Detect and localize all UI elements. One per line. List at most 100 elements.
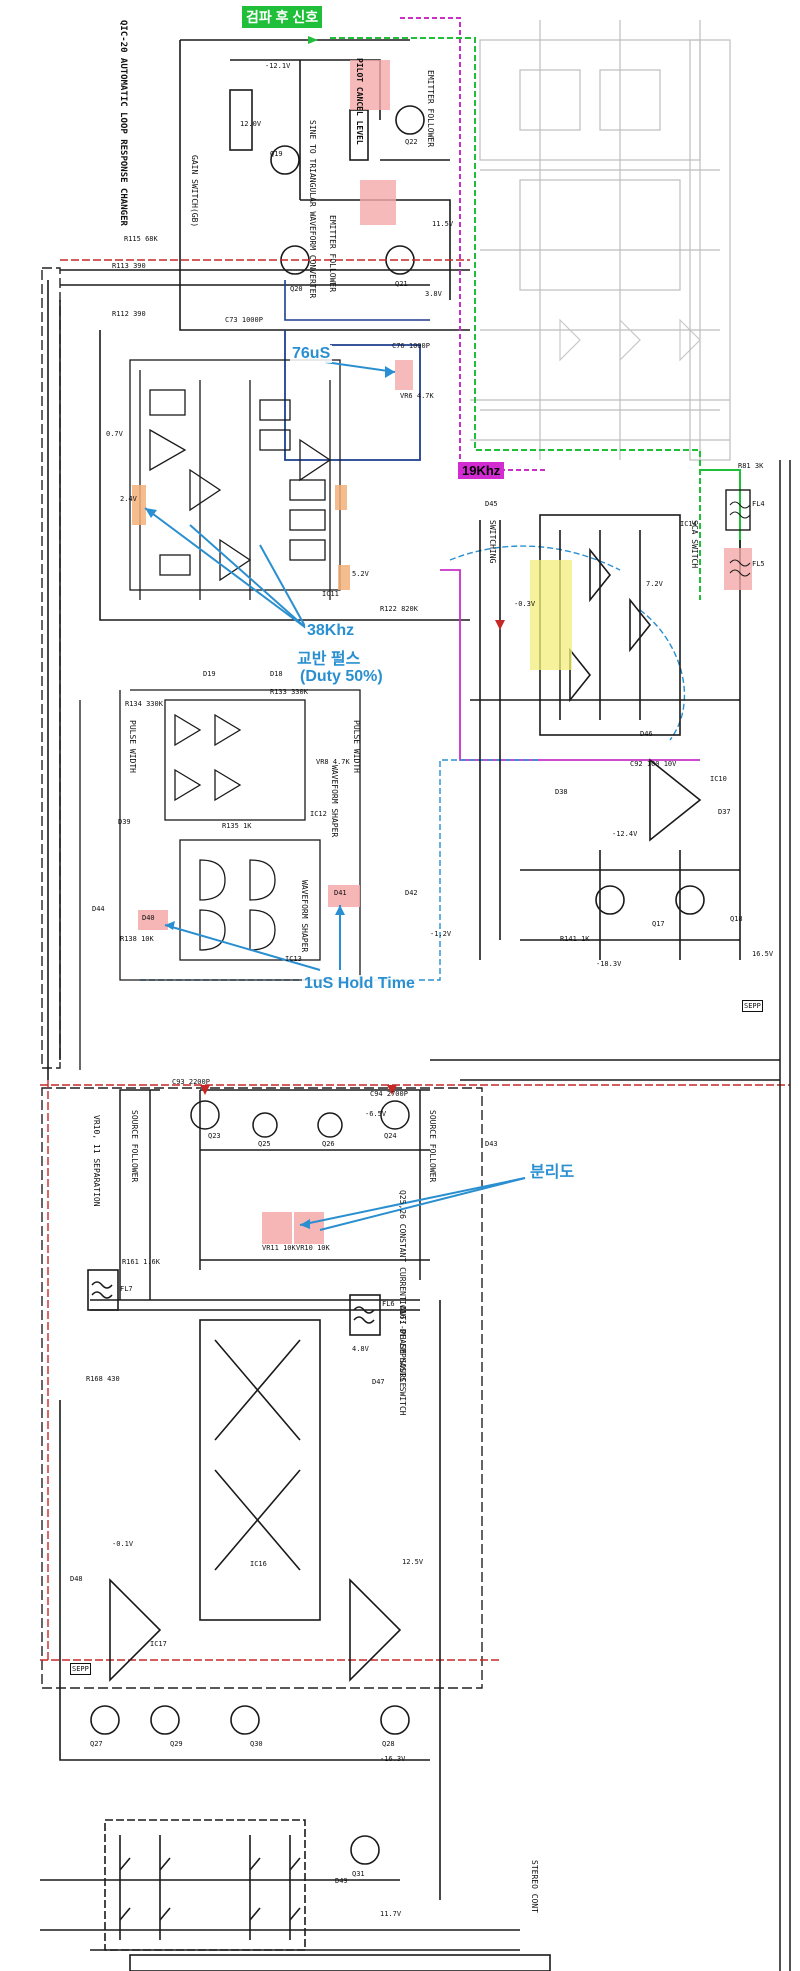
- r113-label: R113 390: [112, 262, 146, 270]
- voltage-10: -12.4V: [612, 830, 638, 838]
- d41-highlight: [328, 885, 360, 907]
- deemphasis-label: IC16: DE-EMPHASIS SWITCH: [398, 1300, 407, 1416]
- voltage-11: -18.3V: [596, 960, 622, 968]
- voltage-5: 0.7V: [106, 430, 123, 438]
- voltage-14: 12.5V: [402, 1558, 424, 1566]
- ic12-ic13-block: [79, 689, 361, 1070]
- d47-label: D47: [372, 1378, 385, 1386]
- d43-label: D43: [485, 1140, 498, 1148]
- q23-label: Q23: [208, 1132, 221, 1140]
- fl7-label: FL7: [120, 1285, 133, 1293]
- fl5-label: FL5: [752, 560, 765, 568]
- r112-label: R112 390: [112, 310, 146, 318]
- separation-label: 분리도: [528, 1158, 577, 1182]
- q17-label: Q17: [652, 920, 665, 928]
- separation-vr-label: VR10, 11 SEPARATION: [92, 1115, 101, 1207]
- ic16-block: [59, 1269, 441, 1900]
- q28-label: Q28: [382, 1740, 395, 1748]
- pulse-76us-label: 76uS: [290, 345, 333, 363]
- d38-label: D38: [555, 788, 568, 796]
- emitter-follower-label-2: EMITTER FOLLOWER: [328, 215, 337, 293]
- pilot-cancel-label: PILOT CANCEL LEVEL: [355, 58, 364, 145]
- pulse-width-label: PULSE WIDTH: [352, 720, 361, 773]
- constant-current-label: Q25,26 CONSTANT CURRENT ANTI-PHASE SOURC…: [398, 1190, 407, 1388]
- right-edge-lines: [430, 460, 791, 1971]
- callout-arrows: [144, 361, 526, 1231]
- top-section: [47, 39, 470, 1080]
- coil-highlight: [360, 180, 396, 225]
- ic14-label: IC14: [680, 520, 697, 528]
- green-path: [330, 37, 701, 600]
- q31-label: Q31: [352, 1870, 365, 1878]
- d18-label: D18: [270, 670, 283, 678]
- sca-switch-label: SCA SWITCH: [690, 520, 699, 569]
- voltage-18: -6.5V: [365, 1110, 387, 1118]
- ic13-label: IC13: [285, 955, 302, 963]
- magenta-path: [400, 17, 545, 471]
- red-arrow-2: [387, 1085, 397, 1095]
- yellow-highlight: [530, 560, 572, 670]
- blue-dashed-mid: [449, 545, 621, 571]
- c93-label: C93 2200P: [172, 1078, 210, 1086]
- voltage-9: 7.2V: [646, 580, 663, 588]
- freq-38k-label: 38Khz: [305, 622, 357, 640]
- gain-switch-label: GAIN SWITCH(GB): [190, 155, 199, 228]
- hold-time-label: 1uS Hold Time: [302, 975, 417, 993]
- source-follower-block: [119, 1089, 430, 1300]
- c73-label: C73 1000P: [225, 316, 263, 324]
- q25-label: Q25: [258, 1140, 271, 1148]
- vr-76us-highlight: [395, 360, 413, 390]
- voltage-4: 3.8V: [425, 290, 442, 298]
- r81-label: R81 3K: [738, 462, 764, 470]
- d42-label: D42: [405, 889, 418, 897]
- title-block: QIC-20 AUTOMATIC LOOP RESPONSE CHANGER: [118, 20, 128, 226]
- frame-dashed: [41, 267, 483, 1689]
- sepp-label-2: SEPP: [742, 1000, 763, 1012]
- voltage-13: -0.1V: [112, 1540, 134, 1548]
- switching-label: SWITCHING: [488, 520, 497, 564]
- r133-label: R133 330K: [270, 688, 308, 696]
- navy-loop: [284, 330, 421, 461]
- r135-label: R135 1K: [222, 822, 252, 830]
- q20-label: Q20: [290, 285, 303, 293]
- faded-section: [470, 20, 731, 461]
- ic17-label: IC17: [150, 1640, 167, 1648]
- r115-label: R115 68K: [124, 235, 158, 243]
- d37-label: D37: [718, 808, 731, 816]
- q30-label: Q30: [250, 1740, 263, 1748]
- voltage-19: 4.8V: [352, 1345, 369, 1353]
- fl6-label: FL6: [382, 1300, 395, 1308]
- d41-label: D41: [334, 889, 347, 897]
- q27-label: Q27: [90, 1740, 103, 1748]
- orange-highlight-a: [132, 485, 146, 525]
- r122-label: R122 820K: [380, 605, 418, 613]
- detect-after-signal-label: 검파 후 신호: [242, 6, 323, 28]
- sepp-label: SEPP: [70, 1663, 91, 1675]
- voltage-6: 2.4V: [120, 495, 137, 503]
- orange-highlight-c: [338, 565, 350, 590]
- c92-label: C92 100 10V: [630, 760, 677, 768]
- q18-label: Q18: [730, 915, 743, 923]
- d40-label: D40: [142, 914, 155, 922]
- voltage-1: -12.1V: [265, 62, 291, 70]
- voltage-17: 11.7V: [380, 1910, 402, 1918]
- d40-highlight: [138, 910, 168, 930]
- callout-arrowheads: [145, 366, 395, 1229]
- pilot-cancel-highlight: [350, 60, 390, 110]
- blue-dashed-right: [639, 609, 686, 741]
- pulse-width-label-2: PULSE WIDTH: [128, 720, 137, 773]
- voltage-8: -0.3V: [514, 600, 536, 608]
- vr11-label: VR11 10K: [262, 1244, 296, 1252]
- vr11-highlight: [262, 1212, 292, 1244]
- vr6-label: VR6 4.7K: [400, 392, 434, 400]
- vr8-label: VR8 4.7K: [316, 758, 350, 766]
- sine-triangle-label: SINE TO TRIANGULAR WAVEFORM CONVERTER: [308, 120, 317, 299]
- voltage-15: -16.3V: [380, 1755, 406, 1763]
- r141-label: R141 1K: [560, 935, 590, 943]
- magenta-path-2: [440, 569, 700, 761]
- fl4-box: [725, 489, 751, 531]
- bottom-switch-block: [40, 1819, 551, 1971]
- fl4-label: FL4: [752, 500, 765, 508]
- fl5-highlight: [724, 548, 752, 590]
